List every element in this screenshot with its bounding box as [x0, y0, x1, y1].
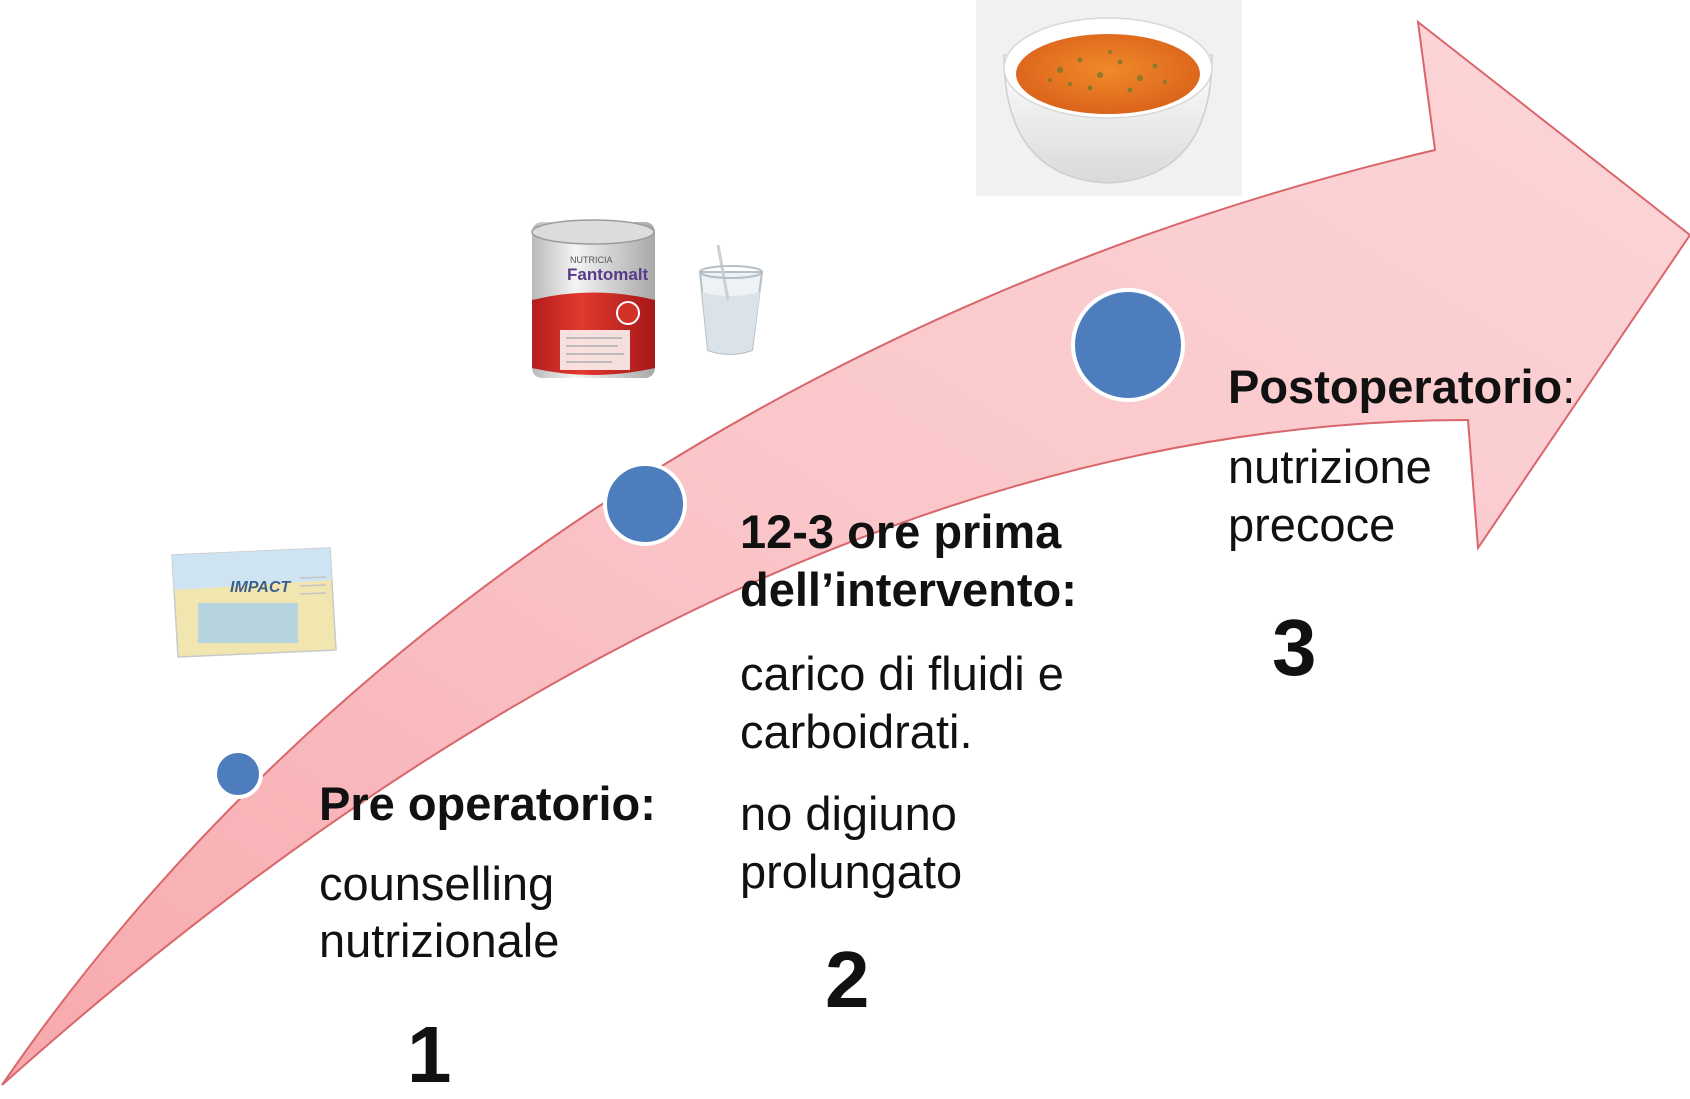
stage-2-heading-line-2: dell’intervento: — [740, 563, 1077, 616]
fantomalt-label-text: Fantomalt — [567, 265, 649, 284]
stage-1-line-1: counselling — [319, 857, 555, 910]
stage-2-number: 2 — [825, 935, 870, 1024]
impact-label-text: IMPACT — [230, 579, 291, 596]
stage-2-dot — [603, 462, 687, 546]
stage-3-heading: Postoperatorio: — [1228, 358, 1575, 416]
stage-1-line-2: nutrizionale — [319, 914, 560, 967]
water-glass-image — [690, 242, 782, 357]
stage-1-number: 1 — [407, 1010, 452, 1099]
stage-1-dot — [213, 749, 263, 799]
stage-3-heading-colon: : — [1562, 360, 1576, 413]
stage-2-line-2: carboidrati. — [740, 705, 973, 758]
stage-2-line-3: no digiuno — [740, 787, 957, 840]
stage-3-line-2: precoce — [1228, 498, 1396, 551]
stage-1-heading: Pre operatorio: — [319, 777, 656, 830]
stage-2-line-4: prolungato — [740, 845, 963, 898]
impact-box-image: IMPACT — [170, 538, 347, 658]
stage-3-number: 3 — [1272, 603, 1317, 692]
stage-3-heading-text: Postoperatorio — [1228, 360, 1563, 413]
soup-bowl-image — [976, 0, 1242, 196]
fantomalt-can-image: NUTRICIA Fantomalt — [531, 219, 655, 378]
stage-2-heading-line-1: 12-3 ore prima — [740, 505, 1062, 558]
stage-3-line-1: nutrizione — [1228, 440, 1432, 493]
timeline-arrow — [1, 19, 1690, 1086]
fantomalt-brand-text: NUTRICIA — [570, 255, 613, 265]
stage-2-line-1: carico di fluidi e — [740, 647, 1064, 700]
stage-3-dot — [1071, 288, 1185, 402]
